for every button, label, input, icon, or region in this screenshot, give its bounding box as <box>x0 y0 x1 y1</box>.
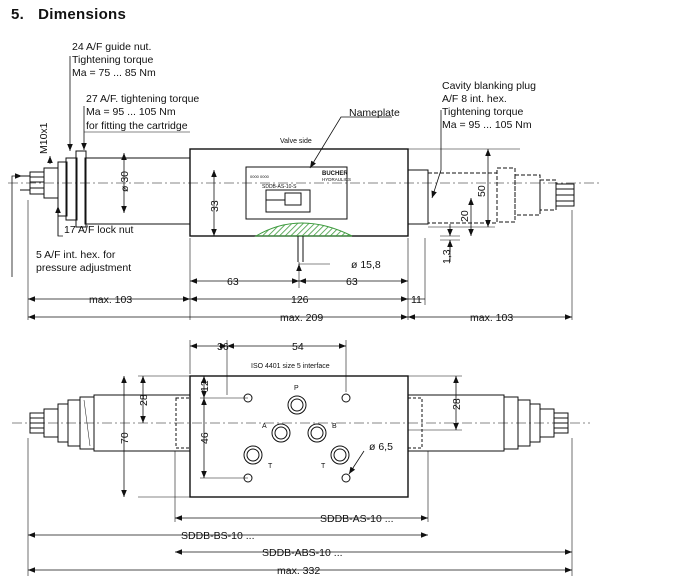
plate-model: SDDB-AS-10-S <box>262 184 297 190</box>
cartridge-line-2: Ma = 95 ... 105 Nm <box>86 106 176 118</box>
cartridge-line-3: for fitting the cartridge <box>86 120 188 132</box>
dim-36: 36 <box>217 341 229 353</box>
valve-body-bottom <box>189 375 409 498</box>
cavity-plug-line-4: Ma = 95 ... 105 Nm <box>442 119 532 131</box>
dim-126: 126 <box>291 294 309 306</box>
dim-63-left: 63 <box>227 276 239 288</box>
dim-d65: ø 6,5 <box>369 441 393 453</box>
dim-46: 46 <box>199 432 211 444</box>
plate-sub: HYDRAULICS <box>322 177 351 182</box>
dim-max332: max. 332 <box>277 565 320 577</box>
port-b: B <box>332 423 337 430</box>
nameplate-label: Nameplate <box>349 107 400 119</box>
lock-nut-label: 17 A/F lock nut <box>64 224 134 236</box>
dim-63-right: 63 <box>346 276 358 288</box>
section-number: 5. <box>11 6 25 23</box>
port-t-right: T <box>321 463 326 470</box>
dim-28-right: 28 <box>451 398 463 410</box>
section-title: Dimensions <box>38 6 127 23</box>
dim-bs10: SDDB-BS-10 ... <box>181 530 255 542</box>
guide-nut-line-3: Ma = 75 ... 85 Nm <box>72 67 156 79</box>
cavity-plug-line-3: Tightening torque <box>442 106 523 118</box>
nameplate <box>245 166 348 220</box>
dim-max209: max. 209 <box>280 312 323 324</box>
dim-max103-right: max. 103 <box>470 312 513 324</box>
pressure-adj-line-1: 5 A/F int. hex. for <box>36 249 116 261</box>
dim-11: 11 <box>411 294 422 306</box>
cavity-plug-line-2: A/F 8 int. hex. <box>442 93 507 105</box>
port-p: P <box>294 385 299 392</box>
port-t-left: T <box>268 463 273 470</box>
bottom-view <box>12 340 590 576</box>
cavity-plug-line-1: Cavity blanking plug <box>442 80 536 92</box>
top-view <box>8 56 600 320</box>
dim-as10: SDDB-AS-10 ... <box>320 513 394 525</box>
pressure-adj-line-2: pressure adjustment <box>36 262 131 274</box>
plate-brand: BUCHER <box>322 171 348 177</box>
dim-54: 54 <box>292 341 304 353</box>
dim-12: 12 <box>199 380 211 392</box>
port-a: A <box>262 423 267 430</box>
plate-small: 0000 0000 <box>250 174 270 179</box>
guide-nut-line-2: Tightening torque <box>72 54 153 66</box>
dim-max103-left: max. 103 <box>89 294 132 306</box>
dim-70: 70 <box>119 432 131 444</box>
dim-1-3: 1,3 <box>441 249 453 264</box>
dim-d30: ø 30 <box>119 171 131 192</box>
dim-abs10: SDDB-ABS-10 ... <box>262 547 343 559</box>
cartridge-line-1: 27 A/F. tightening torque <box>86 93 199 105</box>
dim-33: 33 <box>209 200 221 212</box>
section-heading: 5. Dimensions <box>11 6 126 23</box>
dim-d158: ø 15,8 <box>351 259 381 271</box>
valve-side-label: Valve side <box>280 138 312 145</box>
dim-20: 20 <box>459 210 471 222</box>
dim-50: 50 <box>476 185 488 197</box>
guide-nut-line-1: 24 A/F guide nut. <box>72 41 151 53</box>
dim-28-left: 28 <box>138 394 150 406</box>
iso-interface-note: ISO 4401 size 5 interface <box>251 363 330 370</box>
thread-label: M10x1 <box>38 122 50 154</box>
